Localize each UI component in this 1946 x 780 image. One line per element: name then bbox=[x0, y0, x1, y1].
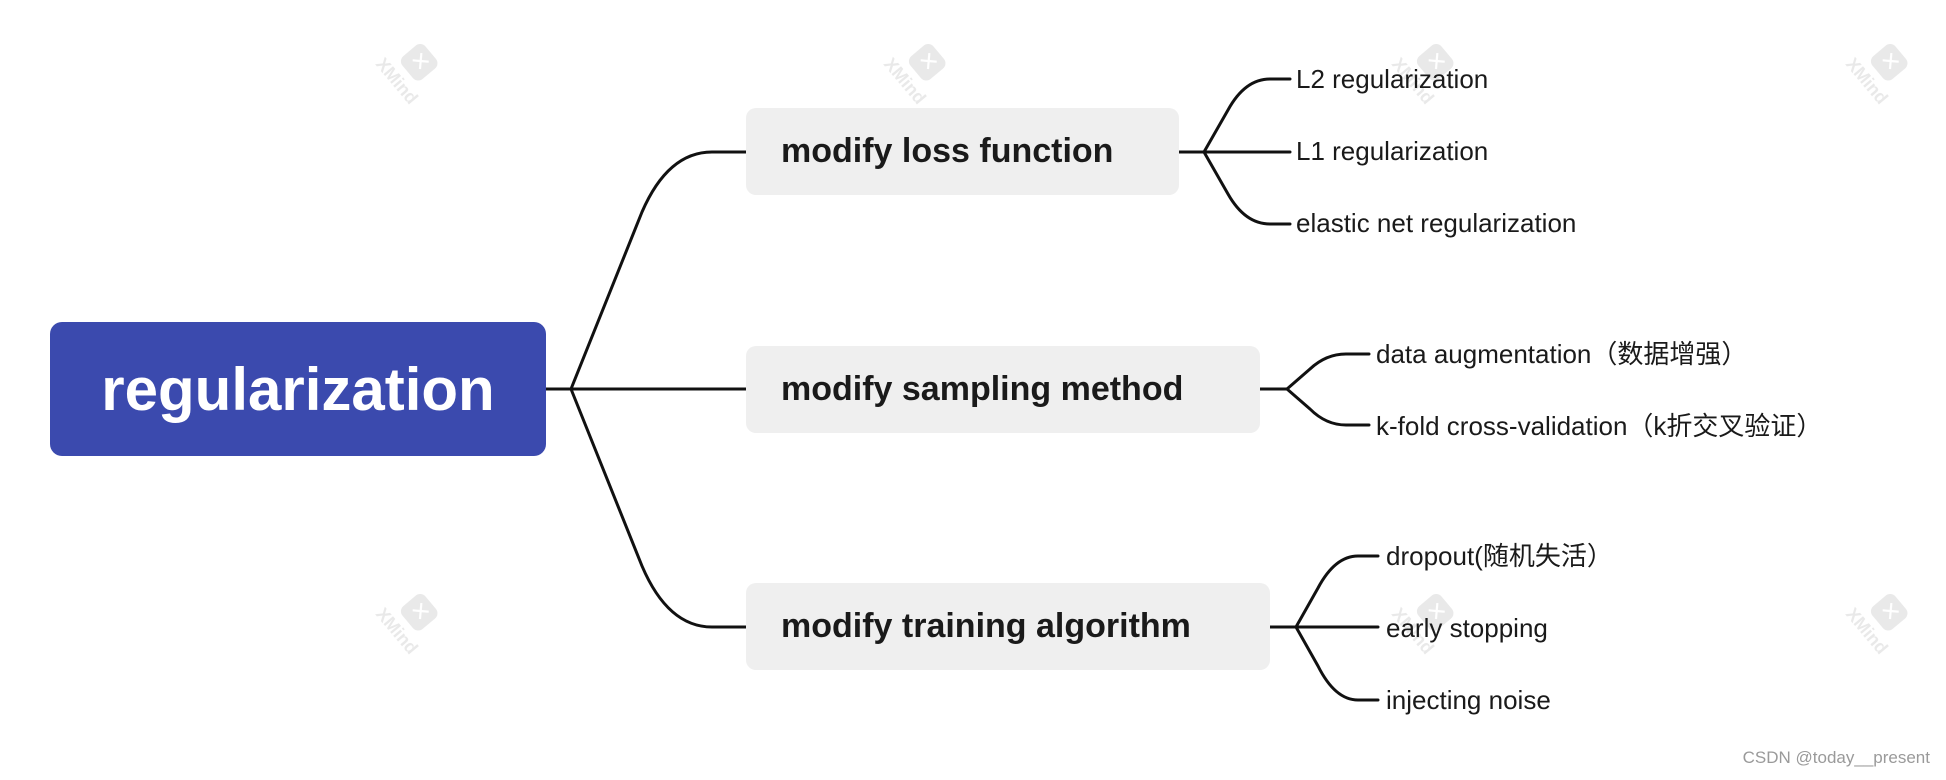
topic-modify-loss-function[interactable]: modify loss function bbox=[746, 108, 1179, 195]
connector-root-to-training-algorithm bbox=[569, 387, 748, 629]
connector-to-elastic-net bbox=[1202, 150, 1292, 226]
topic-modify-sampling-method[interactable]: modify sampling method bbox=[746, 346, 1260, 433]
connector-to-data-augmentation bbox=[1285, 352, 1371, 391]
subtopic-k-fold-cross-validation[interactable]: k-fold cross-validation（k折交叉验证） bbox=[1376, 411, 1823, 441]
connector-to-injecting-noise bbox=[1294, 625, 1380, 702]
topic-label: modify loss function bbox=[781, 132, 1114, 170]
topic-label: modify training algorithm bbox=[781, 607, 1191, 645]
subtopic-l1-regularization[interactable]: L1 regularization bbox=[1296, 136, 1489, 166]
root-topic[interactable]: regularization bbox=[50, 322, 546, 456]
subtopic-elastic-net-regularization[interactable]: elastic net regularization bbox=[1296, 208, 1577, 238]
connector-to-dropout bbox=[1294, 554, 1380, 629]
topic-label: modify sampling method bbox=[781, 370, 1184, 408]
csdn-credit: CSDN @today__present bbox=[1742, 748, 1930, 767]
topic-modify-training-algorithm[interactable]: modify training algorithm bbox=[746, 583, 1270, 670]
root-topic-label: regularization bbox=[101, 355, 495, 423]
subtopic-early-stopping[interactable]: early stopping bbox=[1386, 613, 1548, 643]
subtopic-data-augmentation[interactable]: data augmentation（数据增强） bbox=[1376, 339, 1748, 369]
subtopic-injecting-noise[interactable]: injecting noise bbox=[1386, 685, 1551, 715]
connector-to-l2-regularization bbox=[1202, 77, 1292, 154]
subtopic-dropout[interactable]: dropout(随机失活） bbox=[1386, 541, 1613, 571]
subtopic-l2-regularization[interactable]: L2 regularization bbox=[1296, 64, 1489, 94]
connector-root-to-loss-function bbox=[569, 150, 748, 391]
connector-to-k-fold bbox=[1285, 387, 1371, 427]
